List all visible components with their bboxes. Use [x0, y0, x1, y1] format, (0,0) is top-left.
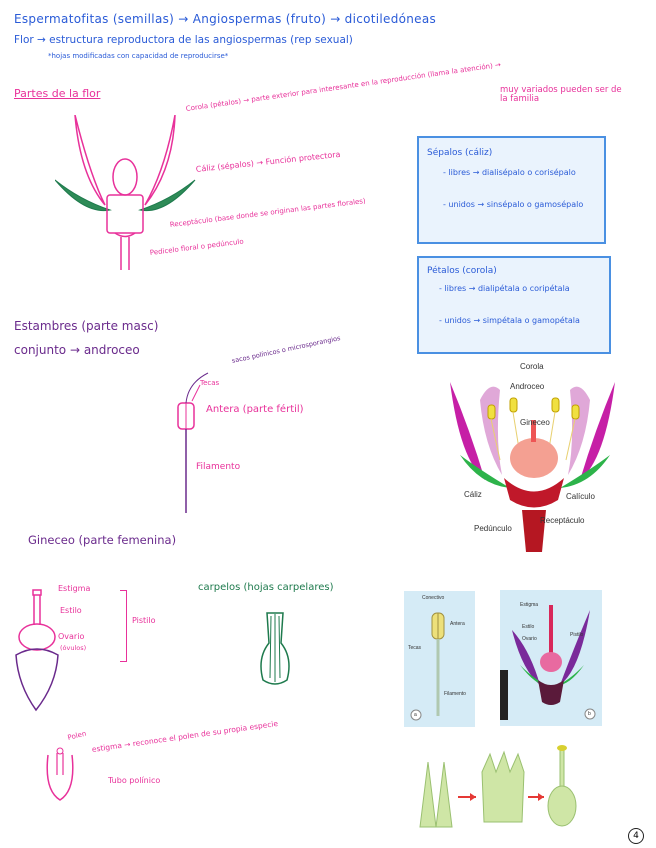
pistil-ovario: Ovario [522, 636, 537, 642]
petalos-title: Pétalos (corola) [427, 266, 497, 276]
header-line-1: Espermatofitas (semillas) → Angiospermas… [14, 12, 437, 26]
page-number: 4 [628, 828, 644, 844]
label-filamento: Filamento [196, 462, 241, 472]
pistil-pistilo: Pistilo [570, 632, 584, 638]
flower-photo-gineceo: Gineceo [520, 418, 550, 427]
stamen-photo: Conectivo Antera Tecas Filamento a [404, 591, 475, 727]
label-antera: Antera (parte fértil) [206, 404, 304, 415]
stamen-filamento: Filamento [444, 691, 466, 697]
label-ovario: Ovario [58, 632, 85, 641]
estambres-conjunto: conjunto → androceo [14, 343, 140, 357]
pistil-photo: Estigma Estilo Ovario Pistilo b [500, 590, 602, 726]
header-line-2: Flor → estructura reproductora de las an… [14, 34, 353, 46]
petalos-item-1: - libres → dialipétala o coripétala [439, 284, 570, 293]
flower-photo-androceo: Androceo [510, 382, 545, 391]
gineceo-title: Gineceo (parte femenina) [28, 533, 177, 547]
label-caliz: Cáliz (sépalos) → Función protectora [195, 149, 341, 174]
sepalos-item-1: - libres → dialisépalo o corisépalo [443, 168, 576, 177]
label-sacos: sacos polínicos o microsporangios [231, 334, 342, 365]
petalos-box: Pétalos (corola) - libres → dialipétala … [417, 256, 611, 354]
stamen-antera: Antera [450, 621, 465, 627]
flower-photo-pedunculo: Pedúnculo [474, 524, 512, 533]
label-estigma: Estigma [58, 584, 91, 593]
label-polen: Polen [66, 729, 88, 742]
flower-photo-corola: Corola [520, 362, 544, 371]
label-carpelos: carpelos (hojas carpelares) [198, 582, 334, 593]
pistil-label-b: b [588, 711, 591, 717]
stamen-photo-svg [410, 612, 445, 721]
label-corola: Corola (pétalos) → parte exterior para i… [185, 60, 502, 113]
stamen-conectivo: Conectivo [422, 595, 445, 601]
sepalos-box: Sépalos (cáliz) - libres → dialisépalo o… [417, 136, 606, 244]
stamen-label-a: a [414, 712, 417, 718]
stamen-drawing [177, 372, 209, 513]
flower-photo: Corola Androceo Gineceo Cáliz Calículo R… [440, 360, 630, 560]
pistil-drawing [15, 589, 59, 712]
stamen-tecas: Tecas [408, 645, 422, 651]
carpel-formation [419, 745, 577, 828]
estambres-title: Estambres (parte masc) [14, 319, 159, 333]
partes-title: Partes de la flor [14, 87, 101, 100]
page-number-text: 4 [633, 831, 639, 841]
label-tecas: Tecas [200, 379, 220, 387]
sepalos-item-2: - unidos → sinsépalo o gamosépalo [443, 200, 584, 209]
pistil-photo-svg [500, 605, 596, 720]
flower-photo-svg [450, 382, 615, 552]
label-pistilo: Pistilo [132, 616, 156, 625]
polen-drawing [46, 747, 74, 801]
flower-photo-caliz: Cáliz [464, 490, 482, 499]
flower-drawing [55, 115, 196, 270]
carpel-drawing [260, 612, 290, 685]
label-corola-tail: muy variados pueden ser de la familia [500, 85, 622, 105]
pistilo-bracket [120, 590, 127, 662]
flower-photo-caliculo: Calículo [566, 492, 595, 501]
pistil-estigma: Estigma [520, 602, 539, 608]
petalos-item-2: - unidos → simpétala o gamopétala [439, 316, 580, 325]
header-line-3: *hojas modificadas con capacidad de repr… [48, 52, 229, 60]
sepalos-title: Sépalos (cáliz) [427, 148, 493, 158]
label-tubo: Tubo polínico [108, 776, 161, 785]
label-estilo: Estilo [60, 606, 82, 615]
label-estigma-polen: estigma → reconoce el polen de su propia… [91, 718, 279, 754]
label-ovario-sub: (óvulos) [60, 644, 87, 652]
pistil-estilo: Estilo [522, 624, 535, 630]
flower-photo-receptaculo: Receptáculo [540, 516, 585, 525]
